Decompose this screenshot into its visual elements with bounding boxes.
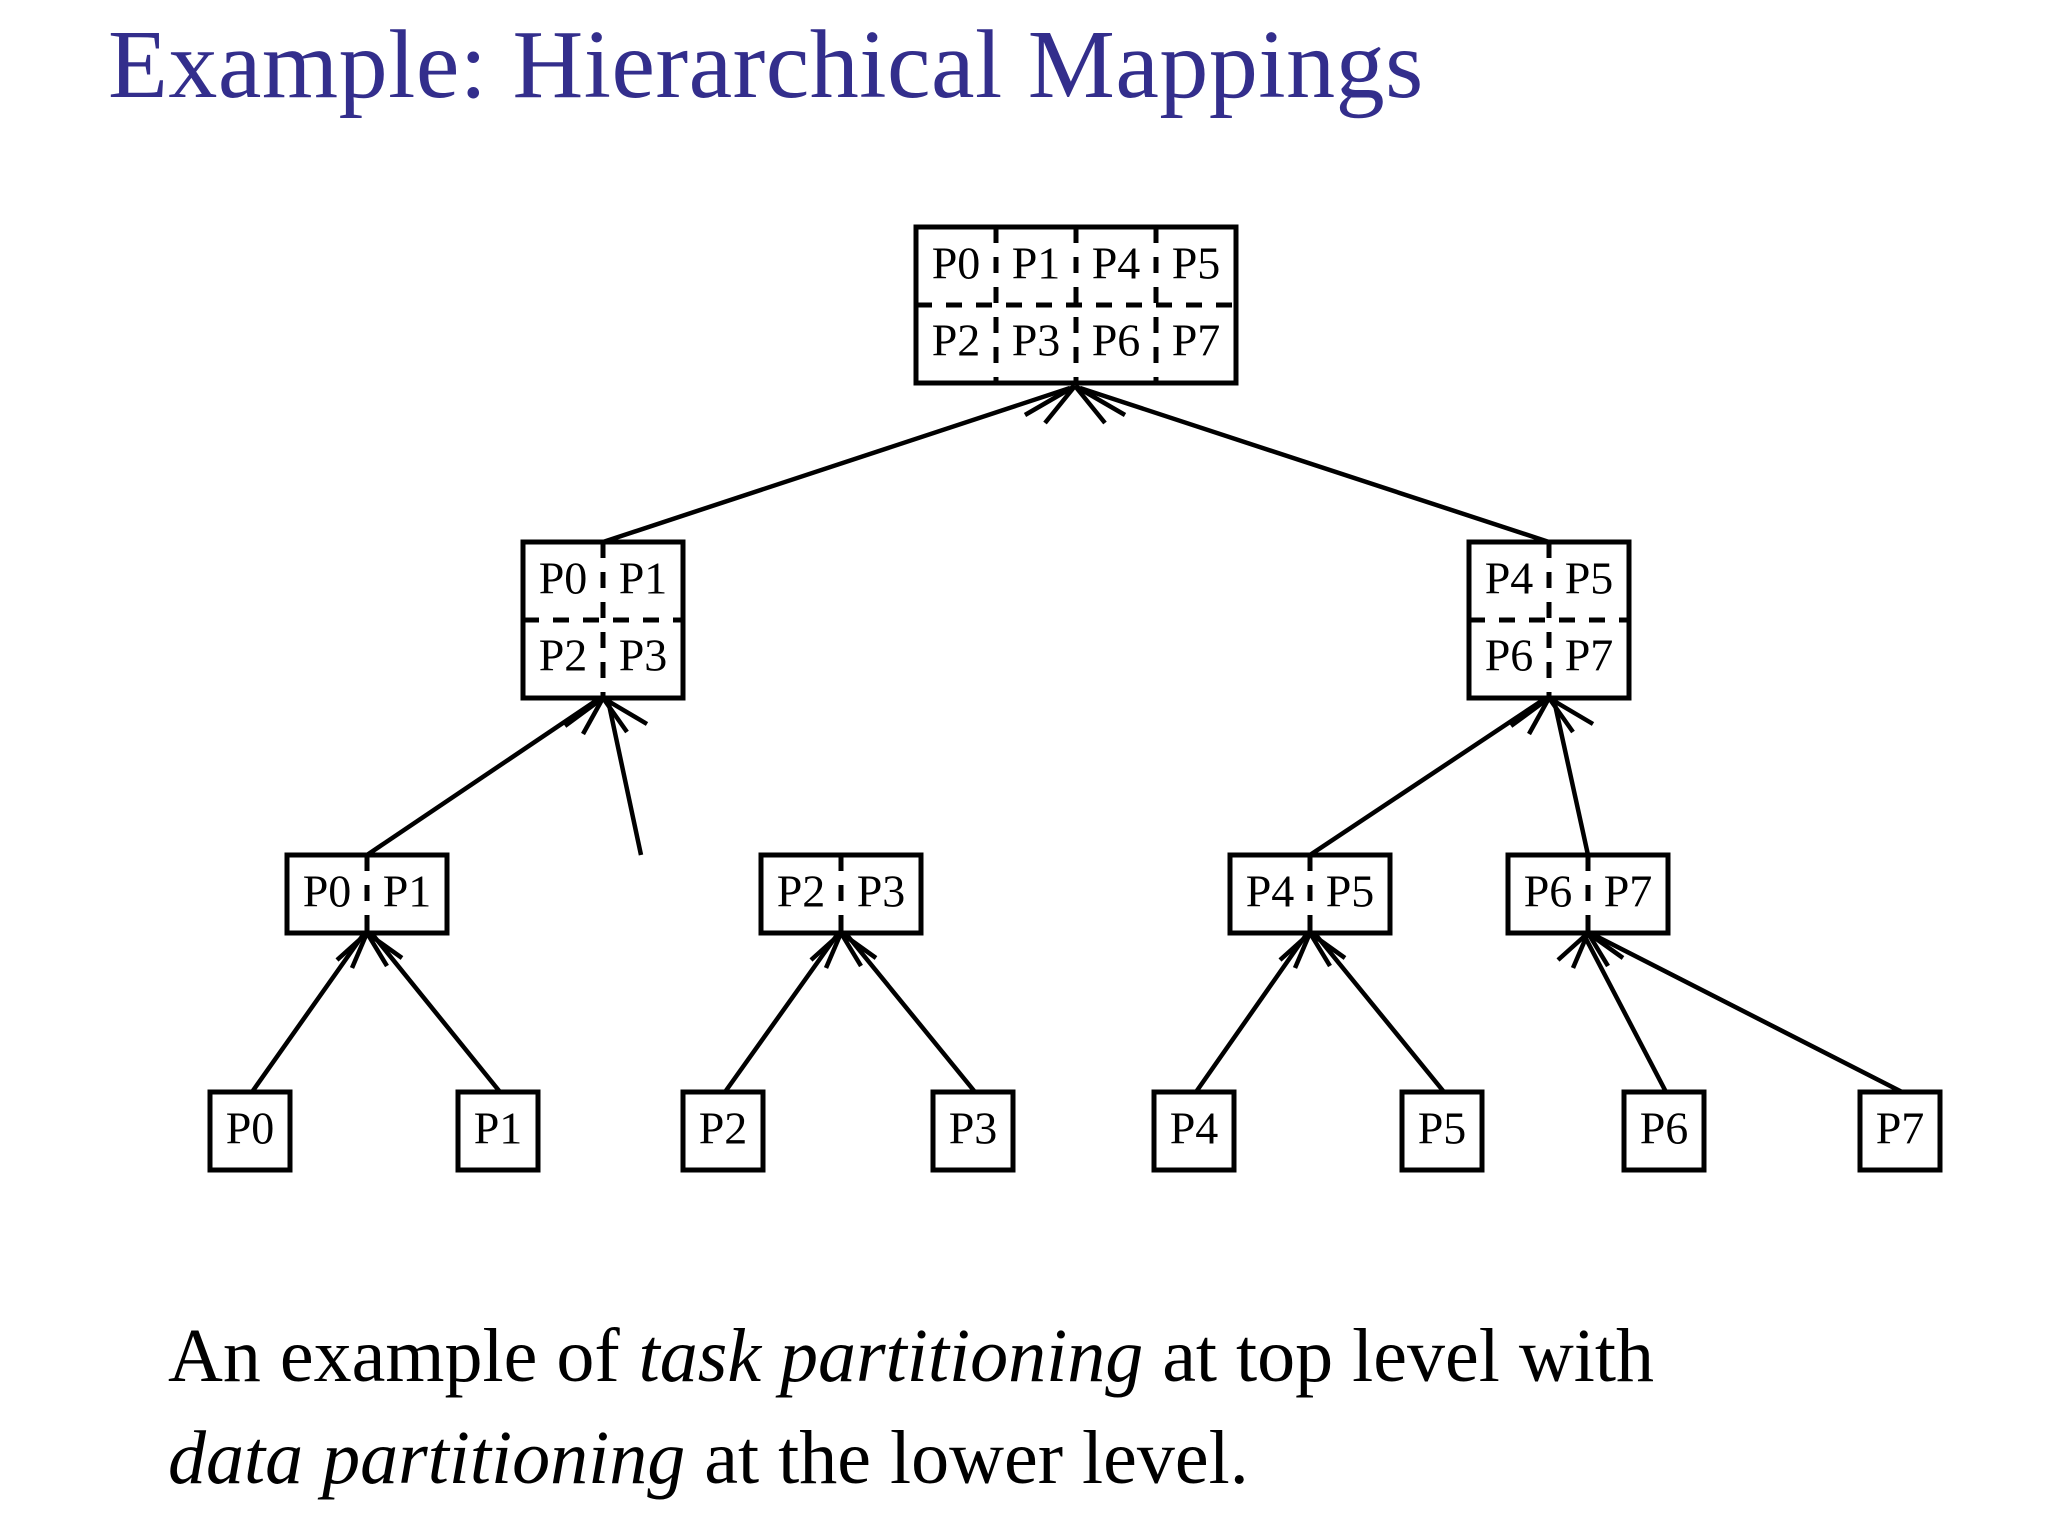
caption-line-1: An example of task partitioning at top l… [168, 1318, 1654, 1394]
leaf-p6-label: P6 [1640, 1103, 1689, 1154]
leaf-p5-label: P5 [1418, 1103, 1467, 1154]
pair-box-p2-p3[interactable]: P2 P3 [758, 852, 924, 936]
pair-4-cell-0: P6 [1524, 866, 1573, 917]
pair-box-p6-p7[interactable]: P6 P7 [1505, 852, 1671, 936]
root-partition-box[interactable]: P0 P1 P4 P5 P2 P3 P6 P7 [913, 224, 1239, 386]
right-cell-1-1: P7 [1565, 630, 1614, 681]
edges-level3-to-level2-right [1308, 696, 1595, 857]
caption-line1-post: at top level with [1143, 1314, 1654, 1398]
pair-1-cell-0: P0 [303, 866, 352, 917]
leaf-p3-label: P3 [949, 1103, 998, 1154]
leaf-p7-label: P7 [1876, 1103, 1925, 1154]
pair-2-cell-1: P3 [857, 866, 906, 917]
caption-line1-emphasis: task partitioning [638, 1314, 1144, 1398]
caption-line2-emphasis: data partitioning [168, 1416, 686, 1500]
page-title: Example: Hierarchical Mappings [108, 11, 1424, 119]
left-cell-1-1: P3 [619, 630, 668, 681]
edges-level3-to-level2-left [365, 696, 649, 857]
leaf-p5[interactable]: P5 [1399, 1089, 1485, 1173]
root-cell-1-1: P3 [1012, 315, 1061, 366]
root-cell-0-3: P5 [1172, 238, 1221, 289]
leaf-p1[interactable]: P1 [455, 1089, 541, 1173]
pair-3-cell-0: P4 [1246, 866, 1295, 917]
left-cell-0-0: P0 [539, 553, 588, 604]
left-subtree-box[interactable]: P0 P1 P2 P3 [520, 539, 686, 701]
root-cell-1-0: P2 [932, 315, 981, 366]
leaf-p2[interactable]: P2 [680, 1089, 766, 1173]
pair-1-cell-1: P1 [383, 866, 432, 917]
right-cell-0-1: P5 [1565, 553, 1614, 604]
pair-2-cell-0: P2 [777, 866, 826, 917]
left-cell-1-0: P2 [539, 630, 588, 681]
leaf-p7[interactable]: P7 [1857, 1089, 1943, 1173]
root-cell-1-2: P6 [1092, 315, 1141, 366]
pair-3-cell-1: P5 [1326, 866, 1375, 917]
leaf-p4[interactable]: P4 [1151, 1089, 1237, 1173]
hierarchy-diagram: P0 P1 P4 P5 P2 P3 P6 P7 P0 P1 P2 P3 P4 P… [207, 224, 1943, 1173]
right-cell-1-0: P6 [1485, 630, 1534, 681]
leaf-p4-label: P4 [1170, 1103, 1219, 1154]
pair-4-cell-1: P7 [1604, 866, 1653, 917]
root-cell-1-3: P7 [1172, 315, 1221, 366]
right-cell-0-0: P4 [1485, 553, 1534, 604]
leaf-p6[interactable]: P6 [1621, 1089, 1707, 1173]
root-cell-0-1: P1 [1012, 238, 1061, 289]
edges-level2-to-level1 [602, 384, 1550, 545]
leaf-p0[interactable]: P0 [207, 1089, 293, 1173]
right-subtree-box[interactable]: P4 P5 P6 P7 [1466, 539, 1632, 701]
caption-line-2: data partitioning at the lower level. [168, 1420, 1249, 1496]
root-cell-0-0: P0 [932, 238, 981, 289]
leaf-p3[interactable]: P3 [930, 1089, 1016, 1173]
pair-box-p4-p5[interactable]: P4 P5 [1227, 852, 1393, 936]
caption-line1-pre: An example of [168, 1314, 639, 1398]
edges-leaves-to-level3 [250, 931, 1904, 1095]
caption-line2-post: at the lower level. [685, 1416, 1249, 1500]
leaf-p1-label: P1 [474, 1103, 523, 1154]
left-cell-0-1: P1 [619, 553, 668, 604]
leaf-p2-label: P2 [699, 1103, 748, 1154]
root-cell-0-2: P4 [1092, 238, 1141, 289]
pair-box-p0-p1[interactable]: P0 P1 [284, 852, 450, 936]
leaf-p0-label: P0 [226, 1103, 275, 1154]
